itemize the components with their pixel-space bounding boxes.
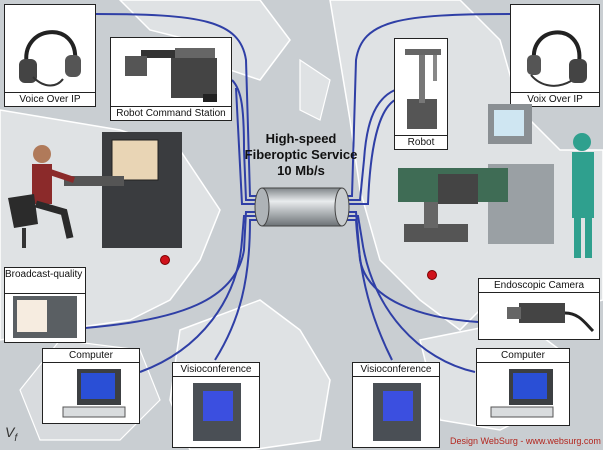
visioconference-left-panel: Visioconference xyxy=(172,362,260,448)
signature-sub: f xyxy=(14,432,18,444)
computer-icon xyxy=(490,369,554,418)
endoscopic-camera-panel: Endoscopic Camera xyxy=(478,278,600,340)
title-block: High-speed Fiberoptic Service 10 Mb/s xyxy=(226,131,376,179)
computer-left-panel: Computer xyxy=(42,348,140,424)
robot-panel: Robot xyxy=(394,38,448,150)
fiber-lines-left xyxy=(84,13,262,373)
fiber-trunk xyxy=(254,187,350,227)
surgeon-console-illustration xyxy=(8,132,182,248)
computer-left-label: Computer xyxy=(43,349,139,363)
endoscopic-camera-label: Endoscopic Camera xyxy=(479,279,599,293)
voice-over-ip-right-panel: Voix Over IP xyxy=(510,4,600,107)
signature-mark: Vf xyxy=(5,424,17,444)
broadcast-monitor-label: Broadcast-quality Video Monitor xyxy=(5,268,85,294)
title-line-2: Fiberoptic Service xyxy=(244,147,358,162)
operating-room-illustration xyxy=(398,104,594,258)
robot-command-station-panel: Robot Command Station xyxy=(110,37,232,121)
camera-icon xyxy=(507,303,595,333)
video-monitor-icon xyxy=(13,296,77,338)
headset-icon xyxy=(527,30,587,87)
voice-over-ip-right-label: Voix Over IP xyxy=(511,92,599,106)
signature-letter: V xyxy=(5,424,15,440)
videoconference-unit-icon xyxy=(373,383,421,441)
design-credit: Design WebSurg - www.websurg.com xyxy=(450,436,601,446)
computer-right-panel: Computer xyxy=(476,348,570,426)
computer-right-label: Computer xyxy=(477,349,569,363)
voice-over-ip-left-panel: Voice Over IP xyxy=(4,4,96,107)
visioconference-left-label: Visioconference xyxy=(173,363,259,377)
computer-icon xyxy=(62,369,126,418)
visioconference-right-label: Visioconference xyxy=(353,363,439,377)
command-console-icon xyxy=(125,48,217,102)
voice-over-ip-left-label: Voice Over IP xyxy=(5,92,95,106)
robot-arm-icon xyxy=(405,49,441,129)
headset-icon xyxy=(19,30,81,87)
robot-label: Robot xyxy=(395,135,447,149)
title-line-1: High-speed xyxy=(265,131,337,146)
robot-command-station-label: Robot Command Station xyxy=(111,106,231,120)
title-line-3: 10 Mb/s xyxy=(277,163,325,178)
location-dot-right xyxy=(427,270,437,280)
fiber-lines-right xyxy=(340,13,513,373)
location-dot-left xyxy=(160,255,170,265)
videoconference-unit-icon xyxy=(193,383,241,441)
visioconference-right-panel: Visioconference xyxy=(352,362,440,448)
broadcast-monitor-panel: Broadcast-quality Video Monitor xyxy=(4,267,86,343)
